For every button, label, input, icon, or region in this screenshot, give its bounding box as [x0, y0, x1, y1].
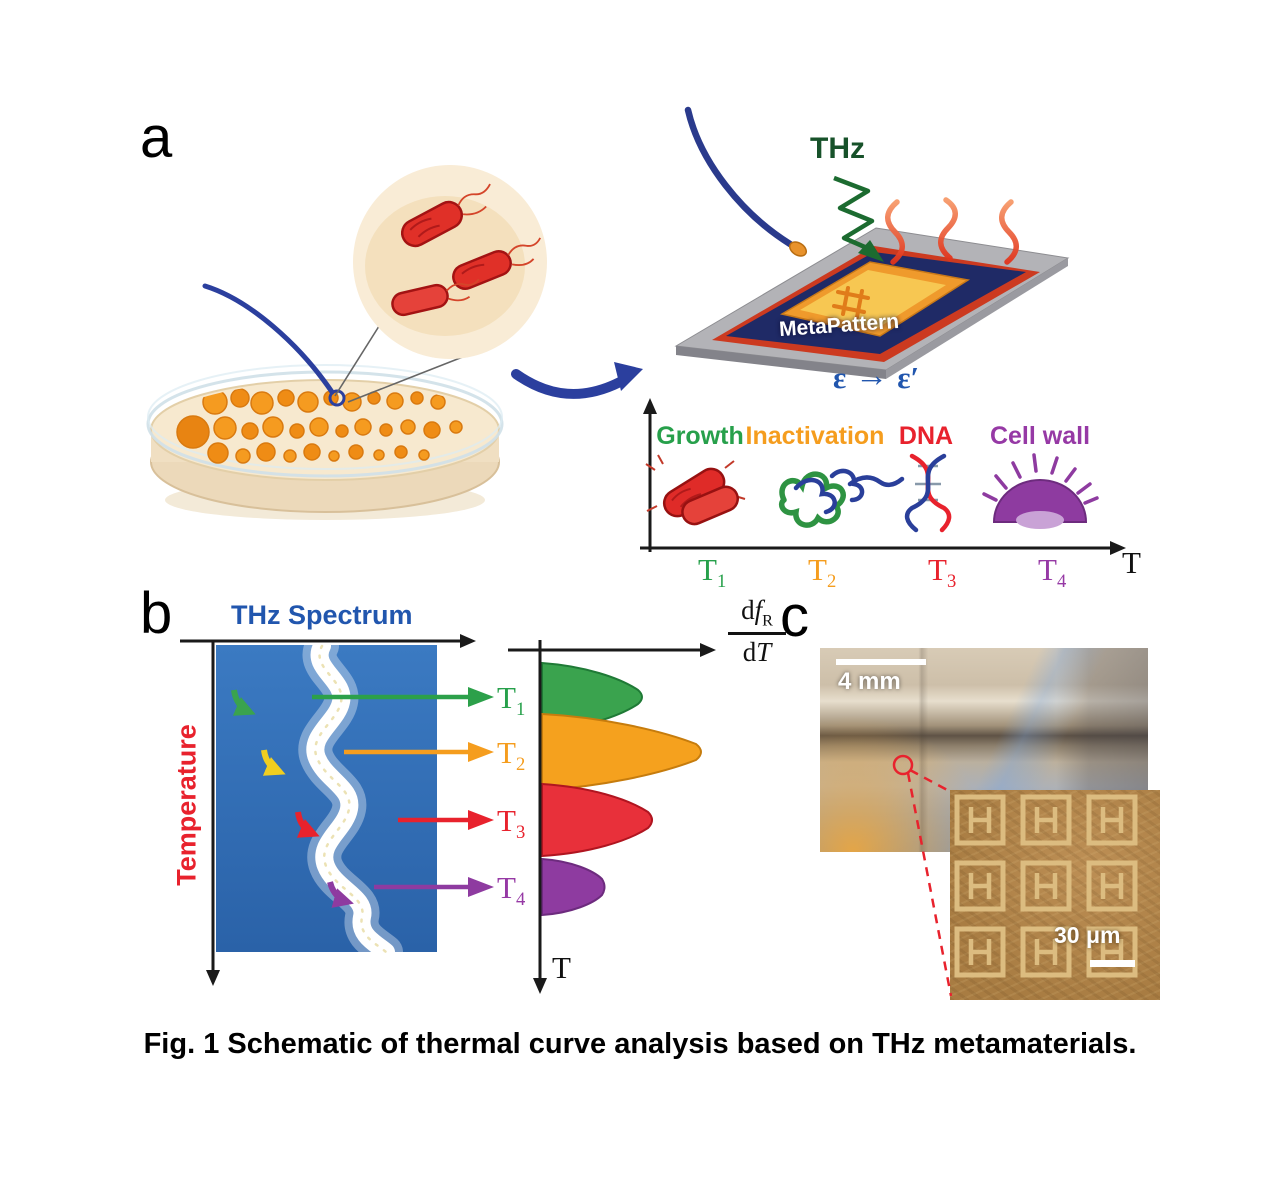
- shift-arrow-yellow: [261, 749, 286, 776]
- scale-bar-label: 4 mm: [838, 668, 901, 695]
- derivative-t-axis-label: T: [552, 950, 571, 985]
- bacterium-icon: [400, 183, 491, 248]
- growth-icon: [645, 454, 746, 526]
- spectrum-plot: [180, 629, 494, 986]
- dna-icon: [904, 453, 952, 533]
- inoculation-needle: [202, 283, 346, 407]
- bacterium-icon: [452, 237, 542, 290]
- micrograph-inset: 30 μm: [950, 790, 1160, 1000]
- panel-c-label: c: [780, 584, 809, 649]
- axis-tick-t1: T1: [698, 552, 727, 593]
- stage-axis: [640, 410, 1112, 552]
- panel-a-label: a: [140, 105, 173, 170]
- cell-wall-icon: [982, 453, 1099, 529]
- axis-end-label: T: [1122, 545, 1141, 580]
- phase-boundary-curve: [298, 629, 403, 969]
- shift-arrow-red: [295, 811, 320, 838]
- derivative-numerator: dfR: [741, 595, 773, 630]
- scale-bar-label: 30 μm: [1054, 922, 1121, 948]
- heat-waves: [885, 197, 1019, 265]
- temp-label-t2: T2: [497, 735, 526, 776]
- temperature-axis-label: Temperature: [171, 724, 202, 886]
- magnifier-inset: [334, 165, 547, 403]
- shift-arrow-green: [231, 689, 256, 716]
- thz-chip: [674, 106, 1070, 379]
- figure-caption: Fig. 1 Schematic of thermal curve analys…: [143, 1028, 1137, 1060]
- scale-bar-line: [836, 659, 926, 665]
- petri-dish: [146, 283, 504, 520]
- panel-b-label: b: [140, 581, 173, 646]
- axis-tick-t2: T2: [808, 552, 837, 593]
- spectrum-title: THz Spectrum: [231, 600, 413, 630]
- axis-tick-t3: T3: [928, 552, 957, 593]
- bacteria-colonies: [176, 388, 463, 464]
- derivative-plot: [508, 640, 716, 994]
- temp-label-t4: T4: [497, 870, 526, 911]
- derivative-axis-label: dfR dT: [728, 596, 786, 666]
- temp-label-t3: T3: [497, 803, 526, 844]
- epsilon-symbol: ε: [833, 360, 847, 395]
- thz-label: THz: [810, 132, 865, 165]
- metamaterial-motif: [832, 286, 870, 319]
- peak-t2: [541, 712, 702, 792]
- inactivation-icon: [778, 468, 905, 528]
- stage-label-growth: Growth: [656, 422, 744, 450]
- axis-tick-t4: T4: [1038, 552, 1067, 593]
- temp-label-t1: T1: [497, 680, 526, 721]
- thz-beam-icon: [833, 175, 884, 262]
- transfer-arrow: [511, 362, 643, 399]
- derivative-denominator: dT: [742, 636, 772, 667]
- scale-bar-line: [1090, 960, 1135, 967]
- stage-label-inactivation: Inactivation: [745, 422, 885, 450]
- peak-t4: [541, 857, 606, 917]
- epsilon-prime-symbol: ε′: [897, 360, 920, 395]
- stage-label-cellwall: Cell wall: [989, 422, 1091, 450]
- metamaterial-array: [950, 790, 1160, 1000]
- probe-fiber: [684, 106, 808, 257]
- peak-t3: [541, 782, 653, 858]
- shift-arrow-purple: [327, 881, 354, 908]
- bacterium-icon: [391, 278, 480, 317]
- epsilon-arrow-icon: →: [855, 358, 889, 394]
- permittivity-change: ε → ε′: [833, 358, 920, 397]
- fraction-bar: [728, 632, 786, 635]
- stage-label-dna: DNA: [898, 422, 954, 450]
- temp-arrows: [312, 687, 494, 897]
